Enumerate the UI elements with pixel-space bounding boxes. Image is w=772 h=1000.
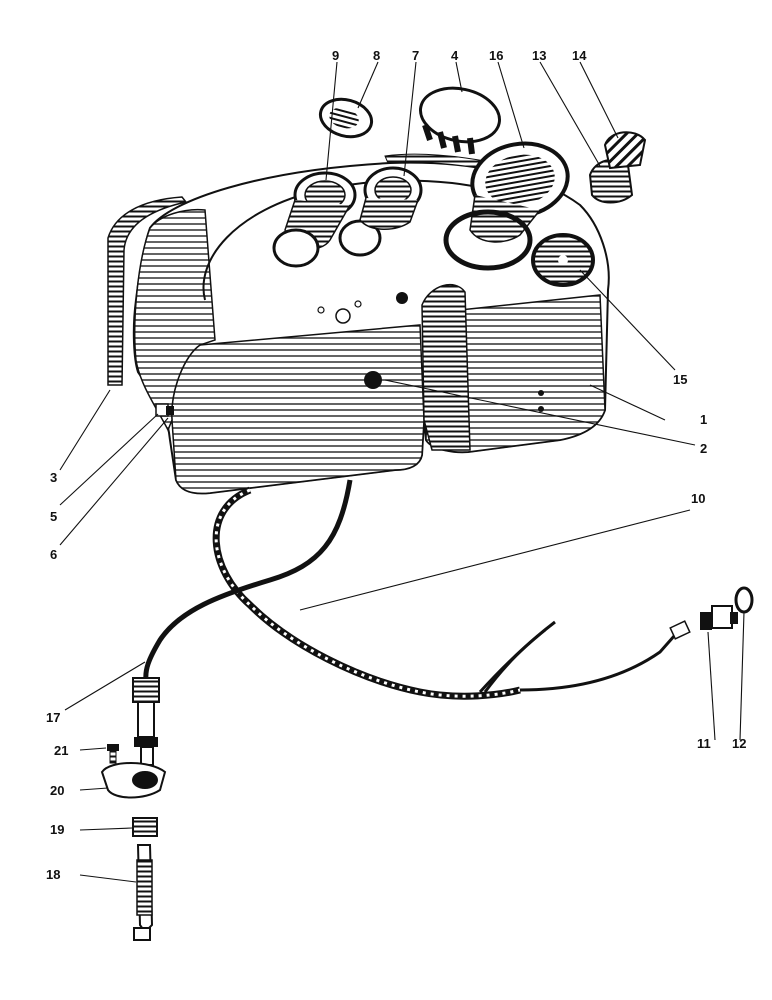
leader-lines	[59, 61, 745, 883]
callout-9: 9	[332, 48, 339, 63]
callout-6: 6	[50, 547, 57, 562]
callout-12: 12	[732, 736, 746, 751]
callout-8: 8	[373, 48, 380, 63]
part-9-gauge	[272, 171, 382, 268]
part-16-speedometer	[443, 141, 570, 271]
callout-11: 11	[697, 736, 711, 751]
callout-15: 15	[673, 372, 687, 387]
callout-16: 16	[489, 48, 503, 63]
callout-2: 2	[700, 441, 707, 456]
part-7-gauge	[359, 166, 423, 230]
part-11-switch	[700, 605, 738, 630]
callout-14: 14	[572, 48, 587, 63]
part-17-drive-cable	[143, 479, 353, 681]
part-4-bezel	[419, 86, 501, 155]
callout-7: 7	[412, 48, 419, 63]
panel-housing	[132, 153, 610, 495]
callout-17: 17	[46, 710, 60, 725]
part-15-gauge	[531, 233, 595, 287]
part-5-6-switch	[155, 403, 174, 417]
part-12-washer	[734, 586, 754, 614]
part-3-trim-strip	[107, 196, 188, 386]
part-13-14-lamp	[588, 131, 647, 204]
callout-5: 5	[50, 509, 57, 524]
callout-4: 4	[451, 48, 459, 63]
callout-21: 21	[54, 743, 68, 758]
drive-assembly	[100, 677, 167, 941]
callout-13: 13	[532, 48, 546, 63]
callout-18: 18	[46, 867, 60, 882]
callout-10: 10	[691, 491, 705, 506]
callout-1: 1	[700, 412, 707, 427]
callout-20: 20	[50, 783, 64, 798]
part-8-bezel	[318, 97, 374, 139]
callout-19: 19	[50, 822, 64, 837]
callout-3: 3	[50, 470, 57, 485]
